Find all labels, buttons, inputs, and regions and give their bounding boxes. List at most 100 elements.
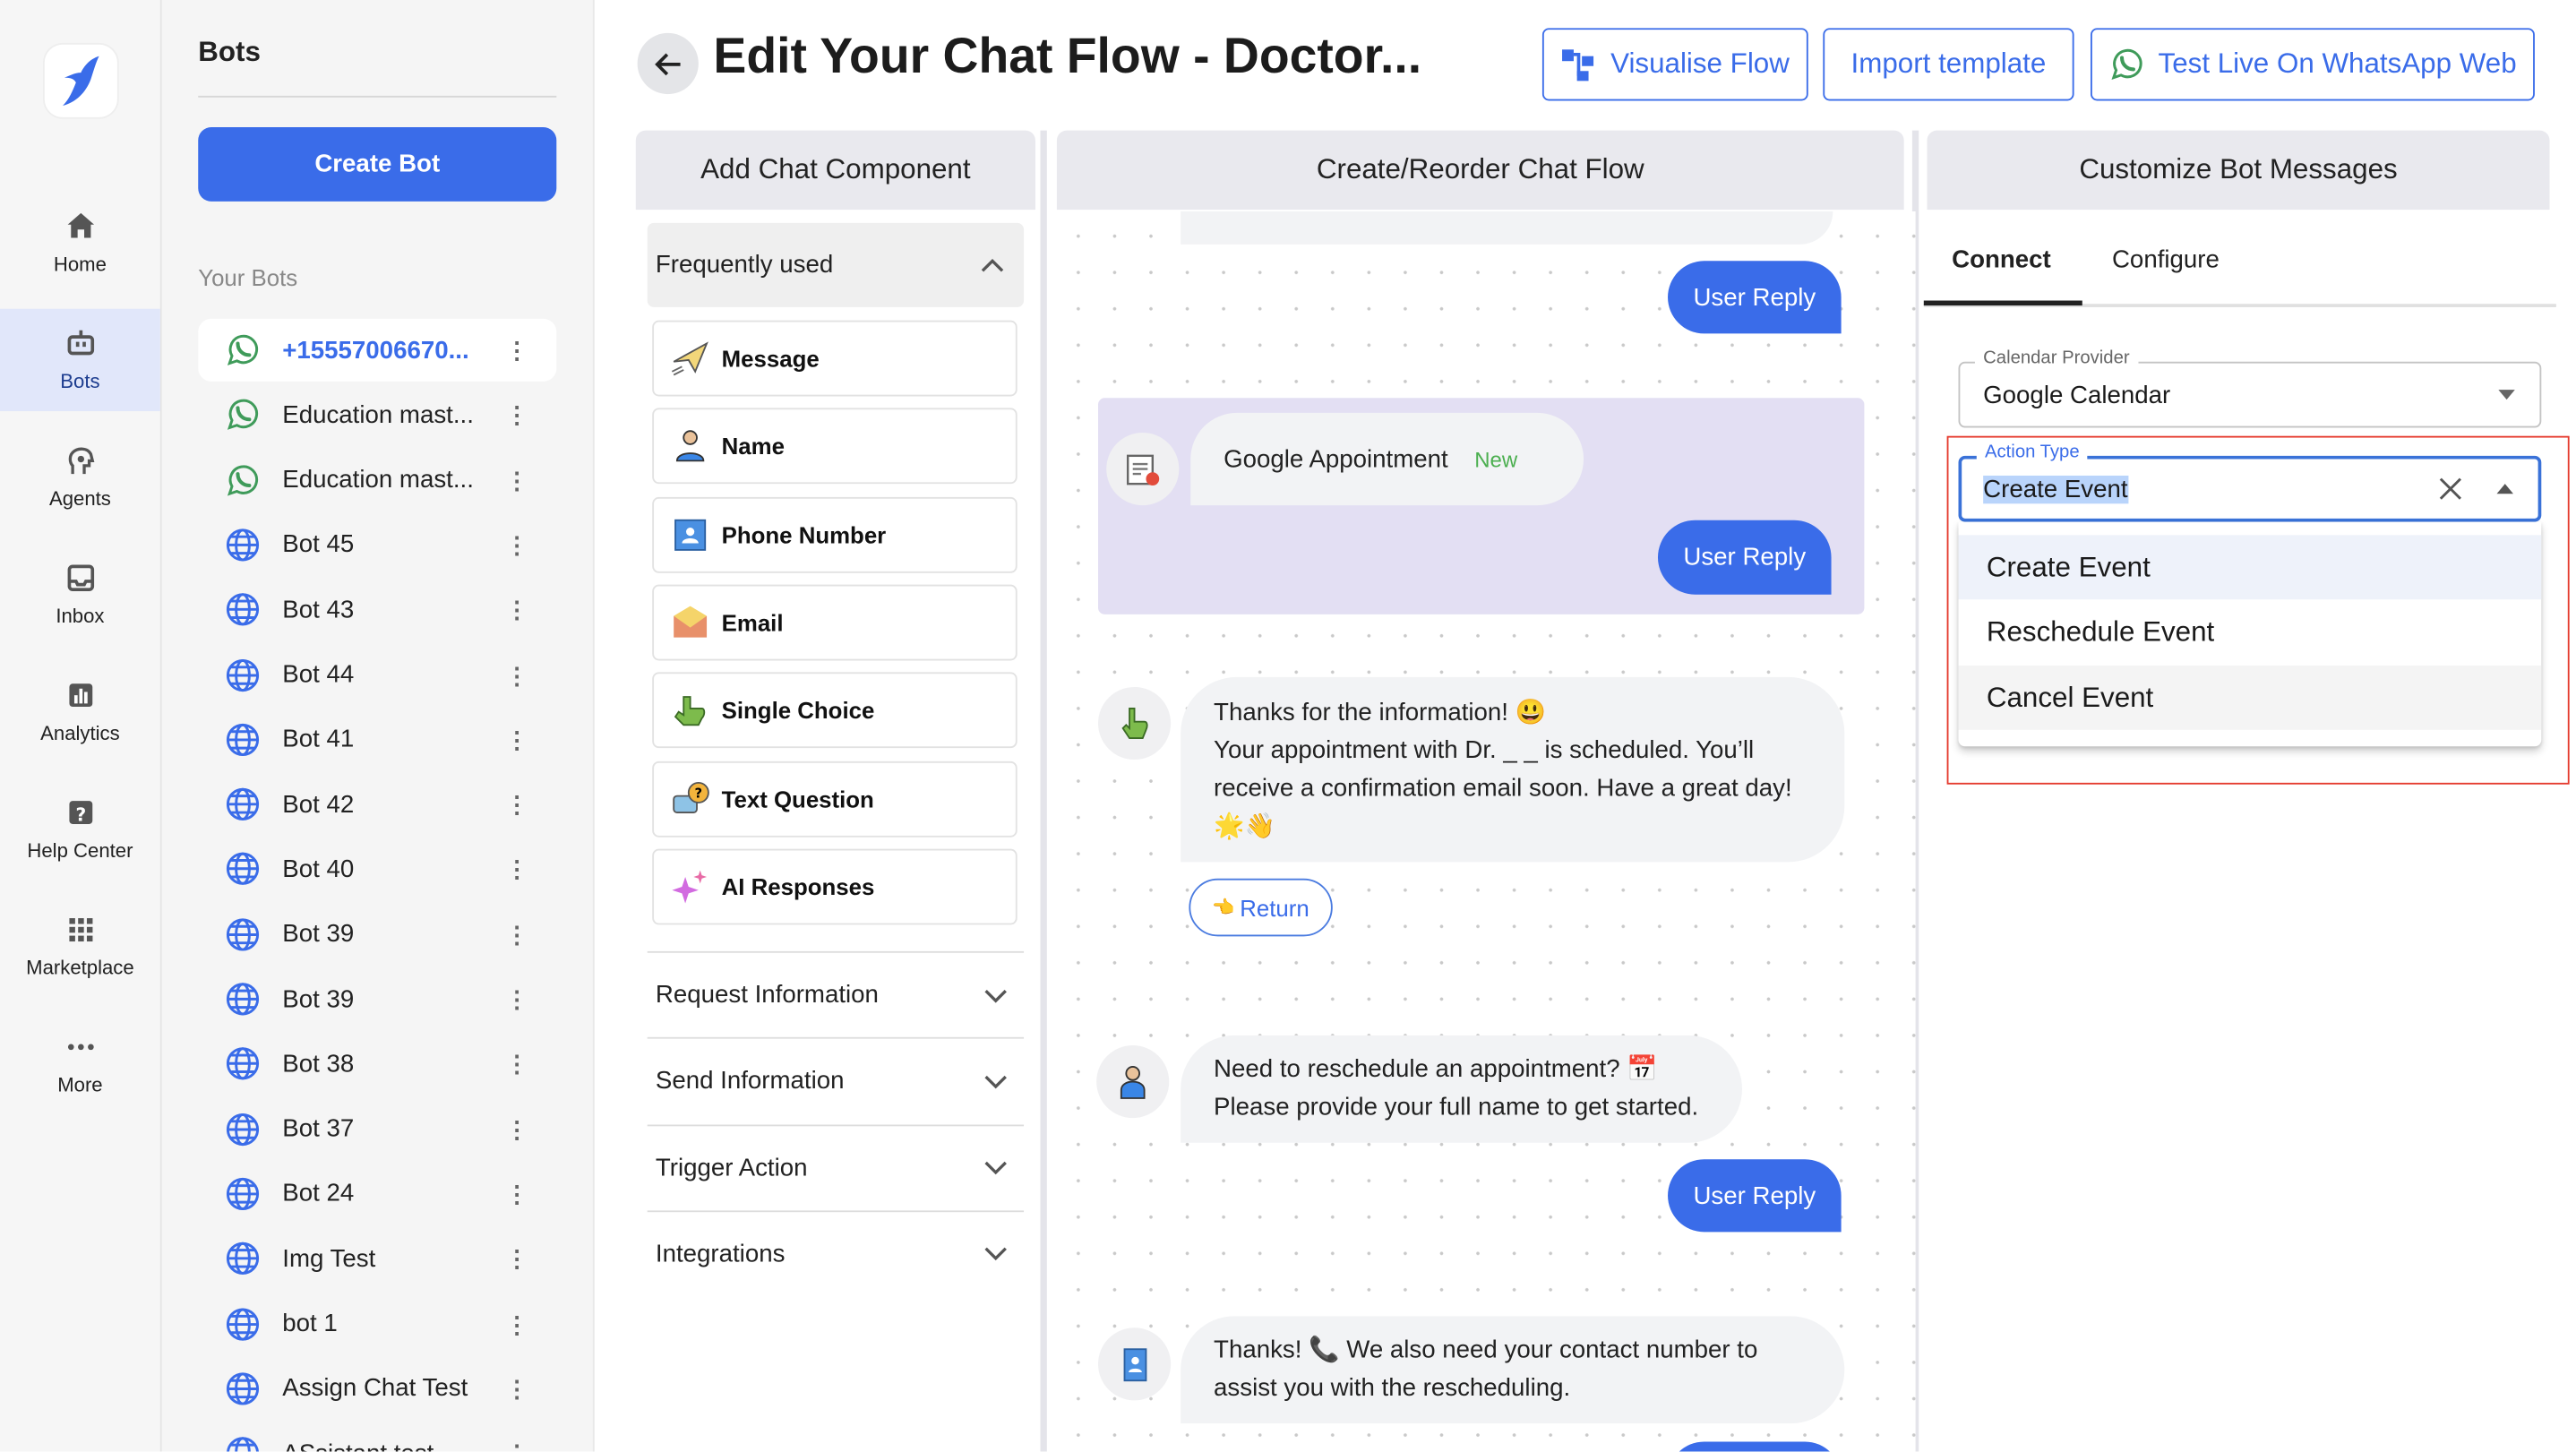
user-reply-node[interactable]: User Reply — [1657, 520, 1832, 595]
nav-more[interactable]: More — [0, 1012, 160, 1114]
frequently-used-accordion[interactable]: Frequently used — [647, 222, 1025, 307]
bot-message-node[interactable]: Thanks! 📞 We also need your contact numb… — [1181, 1316, 1845, 1424]
component-name[interactable]: Name — [652, 408, 1018, 485]
nav-inbox[interactable]: Inbox — [0, 544, 160, 646]
more-vertical-icon[interactable]: ⋮ — [505, 401, 528, 429]
user-reply-node[interactable]: User Reply — [1668, 1159, 1842, 1233]
add-chat-component-header: Add Chat Component — [635, 130, 1035, 210]
option-create-event[interactable]: Create Event — [1958, 535, 2542, 600]
globe-icon — [226, 1047, 260, 1080]
bot-list-item[interactable]: Bot 37⋮ — [198, 1097, 556, 1160]
bot-message-node[interactable]: Need to reschedule an appointment? 📅 Ple… — [1181, 1035, 1742, 1143]
action-type-select[interactable]: Action Type Create Event — [1958, 442, 2542, 522]
component-phone-number[interactable]: Phone Number — [652, 496, 1018, 572]
bot-list-item[interactable]: Education mast...⋮ — [198, 383, 556, 446]
nav-help-center[interactable]: ? Help Center — [0, 778, 160, 880]
bot-list-item[interactable]: bot 1⋮ — [198, 1293, 556, 1355]
bot-message-node[interactable]: Thanks for the information! 😃 Your appoi… — [1181, 676, 1845, 863]
nav-home[interactable]: Home — [0, 192, 160, 294]
nav-marketplace[interactable]: Marketplace — [0, 895, 160, 997]
more-vertical-icon[interactable]: ⋮ — [505, 1375, 528, 1402]
pointing-left-icon: 👈 — [1212, 898, 1235, 919]
bot-list-item[interactable]: Bot 24⋮ — [198, 1163, 556, 1225]
tab-connect[interactable]: Connect — [1952, 245, 2051, 275]
accordion-send-information[interactable]: Send Information — [647, 1037, 1025, 1123]
chat-bubble-partial[interactable] — [1181, 210, 1833, 245]
test-live-whatsapp-button[interactable]: Test Live On WhatsApp Web — [2090, 28, 2535, 101]
return-button[interactable]: 👈 Return — [1189, 878, 1333, 937]
avatar — [1096, 1044, 1170, 1119]
bot-name: +15557006670... — [282, 336, 469, 365]
field-label: Action Type — [1976, 442, 2088, 463]
visualise-flow-button[interactable]: Visualise Flow — [1541, 28, 1808, 101]
create-bot-button[interactable]: Create Bot — [198, 126, 557, 202]
option-reschedule-event[interactable]: Reschedule Event — [1986, 614, 2215, 647]
google-appointment-node[interactable]: Google Appointment New — [1190, 412, 1584, 506]
more-vertical-icon[interactable]: ⋮ — [501, 1442, 534, 1452]
bot-list-item[interactable]: Bot 43 ⋮ — [198, 579, 556, 641]
more-vertical-icon[interactable]: ⋮ — [505, 337, 528, 364]
chevron-down-icon — [984, 1161, 1007, 1175]
user-reply-node[interactable]: User Reply — [1668, 261, 1842, 334]
more-vertical-icon[interactable]: ⋮ — [505, 985, 528, 1013]
accordion-integrations[interactable]: Integrations — [647, 1210, 1025, 1296]
more-vertical-icon[interactable]: ⋮ — [505, 1245, 528, 1272]
bot-list-item[interactable]: Bot 40⋮ — [198, 838, 556, 900]
bot-list-item[interactable]: Bot 44⋮ — [198, 643, 556, 706]
bot-list-item[interactable]: Bot 42⋮ — [198, 773, 556, 836]
nav-bots[interactable]: Bots — [0, 308, 160, 412]
calendar-provider-select[interactable]: Calendar Provider Google Calendar — [1958, 348, 2542, 428]
component-text-question[interactable]: ?Text Question — [652, 760, 1018, 837]
component-single-choice[interactable]: Single Choice — [652, 672, 1018, 749]
accordion-trigger-action[interactable]: Trigger Action — [647, 1123, 1025, 1210]
select-value[interactable]: Create Event — [1983, 475, 2128, 503]
import-template-button[interactable]: Import template — [1823, 28, 2074, 101]
more-icon — [67, 1044, 93, 1051]
more-vertical-icon[interactable]: ⋮ — [505, 596, 528, 623]
bot-list-item[interactable]: Assign Chat Test⋮ — [198, 1357, 556, 1420]
bot-name: Bot 38 — [282, 1050, 355, 1078]
more-vertical-icon[interactable]: ⋮ — [505, 1051, 528, 1078]
more-vertical-icon[interactable]: ⋮ — [505, 1115, 528, 1143]
robot-icon — [66, 330, 94, 356]
tab-configure[interactable]: Configure — [2111, 245, 2220, 275]
more-vertical-icon[interactable]: ⋮ — [505, 726, 528, 753]
component-ai-responses[interactable]: AI Responses — [652, 848, 1018, 925]
back-button[interactable] — [637, 32, 699, 95]
more-vertical-icon[interactable]: ⋮ — [505, 855, 528, 883]
envelope-icon — [674, 606, 708, 638]
more-vertical-icon[interactable]: ⋮ — [505, 1310, 528, 1337]
analytics-icon — [68, 683, 92, 708]
bot-list-item[interactable]: Img Test⋮ — [198, 1227, 556, 1290]
clear-icon[interactable] — [2439, 477, 2462, 501]
option-cancel-event[interactable]: Cancel Event — [1958, 665, 2542, 730]
more-vertical-icon[interactable]: ⋮ — [505, 531, 528, 558]
nav-label: Agents — [48, 486, 111, 511]
app-logo[interactable] — [42, 42, 119, 119]
caret-down-icon — [2498, 390, 2515, 400]
bot-list-item[interactable]: +15557006670... ⋮ — [198, 318, 557, 382]
nav-agents[interactable]: Agents — [0, 426, 160, 528]
bot-list-item[interactable]: Bot 41⋮ — [198, 709, 556, 771]
user-reply-node-partial[interactable] — [1668, 1441, 1842, 1452]
bot-list-item[interactable]: Bot 39⋮ — [198, 903, 556, 966]
bot-list-item[interactable]: Bot 38 ⋮ — [198, 1033, 556, 1095]
your-bots-label: Your Bots — [198, 263, 298, 291]
bot-name: Bot 43 — [282, 595, 355, 624]
more-vertical-icon[interactable]: ⋮ — [505, 1180, 528, 1207]
nav-analytics[interactable]: Analytics — [0, 660, 160, 762]
bot-list-item[interactable]: Bot 45⋮ — [198, 513, 556, 576]
more-vertical-icon[interactable]: ⋮ — [505, 921, 528, 948]
accordion-request-information[interactable]: Request Information — [647, 950, 1025, 1037]
caret-up-icon[interactable] — [2495, 482, 2515, 495]
component-message[interactable]: Message — [652, 320, 1018, 397]
bot-list-item[interactable]: Bot 39⋮ — [198, 967, 556, 1030]
more-vertical-icon[interactable]: ⋮ — [505, 791, 528, 818]
bot-list-item[interactable]: Education mast...⋮ — [198, 449, 556, 511]
bot-list-item[interactable]: ASsistant test⋮ — [198, 1422, 556, 1452]
sparkles-icon — [672, 870, 708, 904]
more-vertical-icon[interactable]: ⋮ — [505, 466, 528, 494]
accordion-label: Integrations — [655, 1240, 786, 1268]
more-vertical-icon[interactable]: ⋮ — [505, 661, 528, 688]
component-email[interactable]: Email — [652, 584, 1018, 661]
